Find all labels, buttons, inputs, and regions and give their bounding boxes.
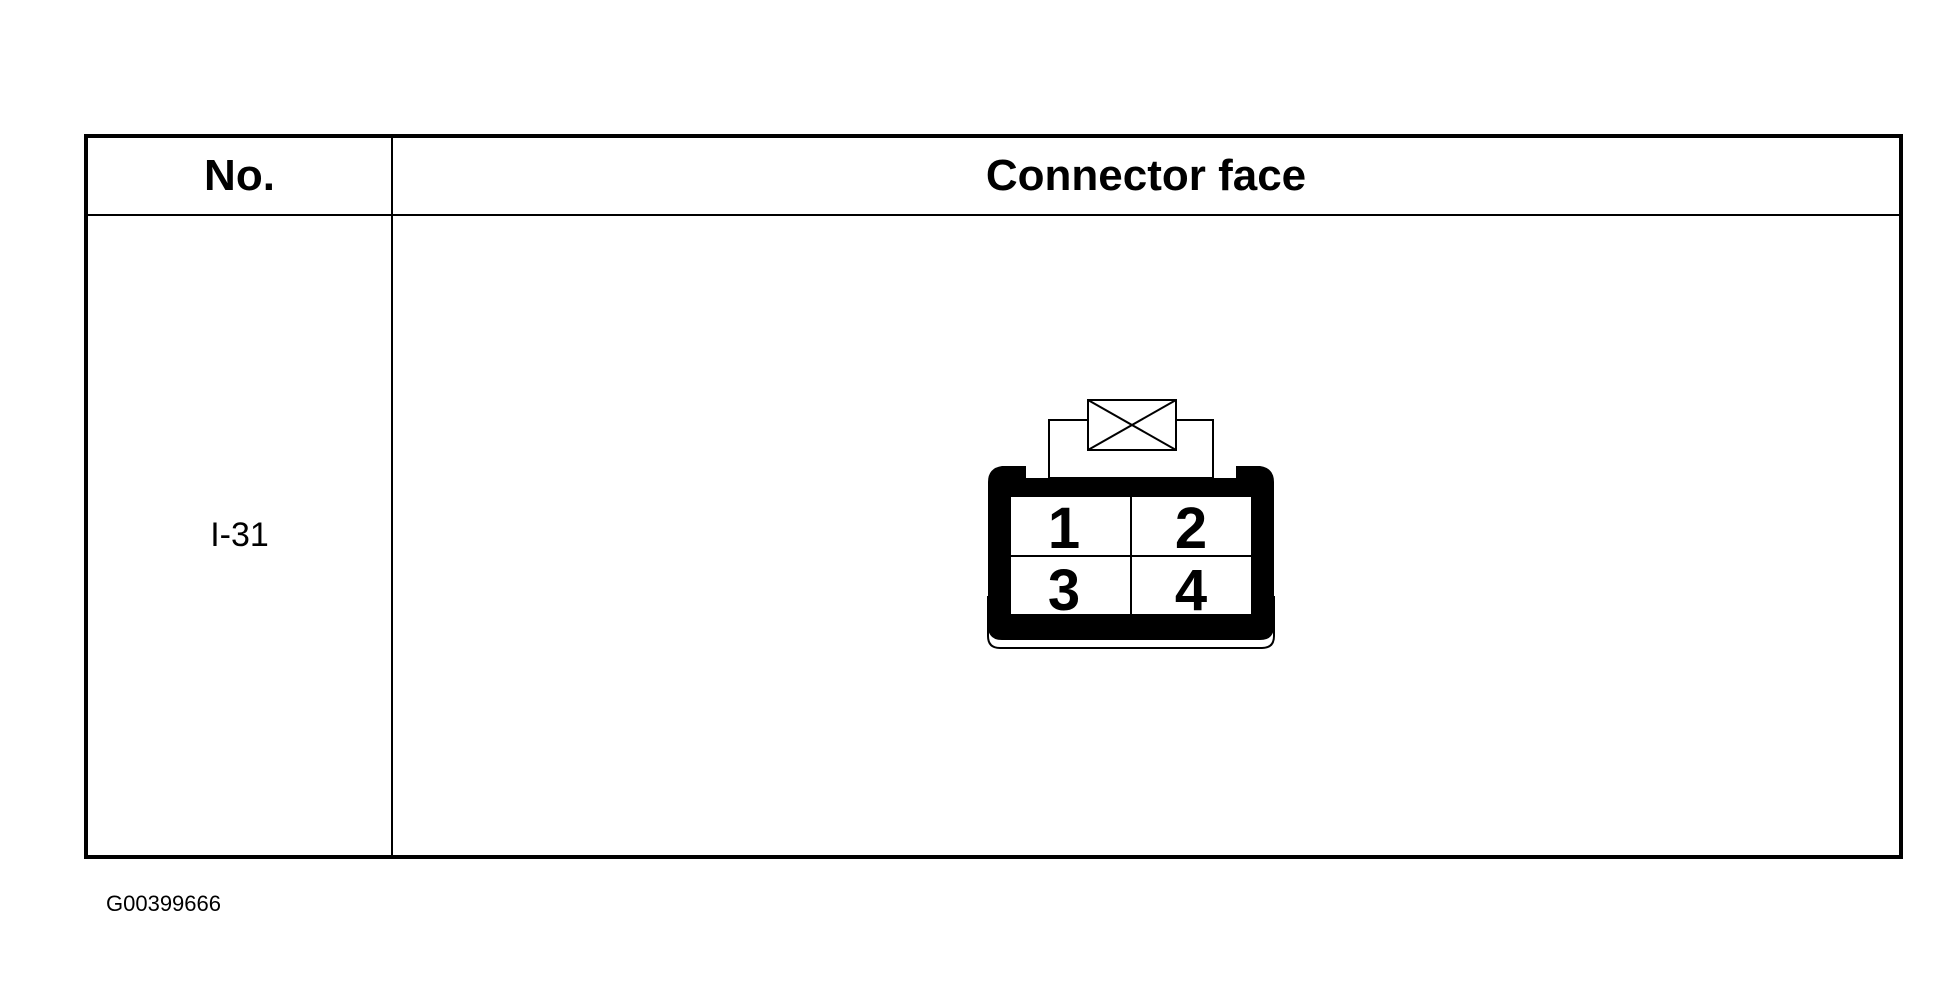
connector-face-drawing: 1 2 3 4 xyxy=(987,398,1275,649)
pin-label: 4 xyxy=(1175,558,1207,623)
pin-label: 3 xyxy=(1048,558,1080,623)
housing-inner-shadow xyxy=(1010,613,1252,624)
connector-table: No. Connector face I-31 xyxy=(84,134,1903,859)
table-row: I-31 xyxy=(85,214,1902,858)
lock-cross-line-b xyxy=(1087,398,1177,451)
table-header-row: No. Connector face xyxy=(85,135,1902,216)
header-no: No. xyxy=(85,135,393,216)
figure-id: G00399666 xyxy=(106,891,221,916)
header-connector-face: Connector face xyxy=(391,135,1902,216)
connector-number: I-31 xyxy=(85,214,393,858)
pin-label: 1 xyxy=(1048,496,1080,561)
pin-label: 2 xyxy=(1175,496,1207,561)
connector-face-cell: 1 2 3 4 xyxy=(391,214,1902,858)
connector-housing-lip xyxy=(987,595,1275,649)
